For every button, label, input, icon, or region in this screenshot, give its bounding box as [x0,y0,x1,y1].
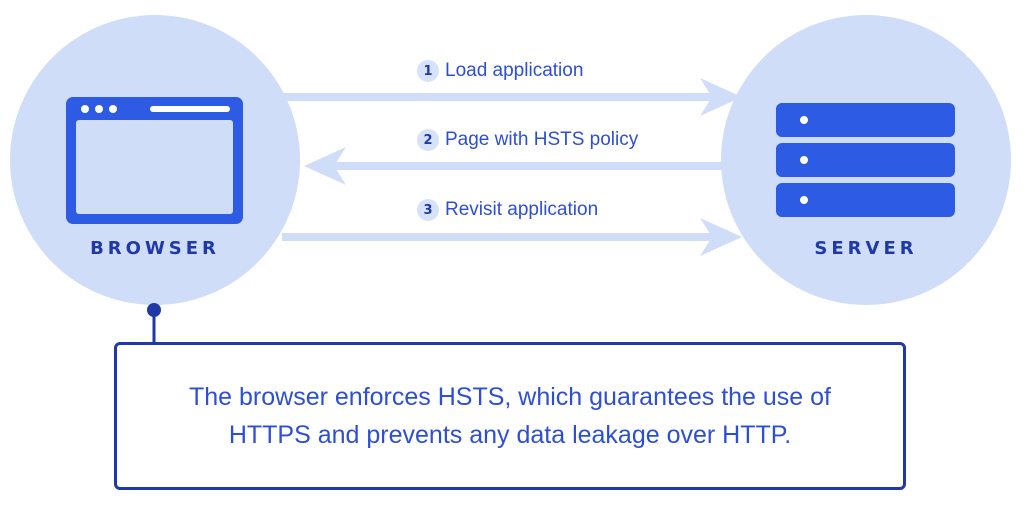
step-label: Load application [445,60,584,81]
step-number-badge: 3 [417,199,439,221]
step-number-badge: 1 [417,60,439,82]
arrow-step-3 [282,218,742,256]
note-connector [147,303,161,344]
arrow-step-2 [304,147,724,185]
step-1: 1 Load application [417,60,583,82]
server-stack-icon [776,103,955,217]
step-3: 3 Revisit application [417,199,598,221]
browser-window-icon [66,97,243,224]
server-label: SERVER [814,238,918,259]
note-box: The browser enforces HSTS, which guarant… [114,342,906,490]
step-number-badge: 2 [417,129,439,151]
browser-label: BROWSER [90,238,220,259]
step-label: Page with HSTS policy [445,129,639,150]
note-text: The browser enforces HSTS, which guarant… [189,383,831,449]
arrow-step-1 [282,78,742,116]
step-label: Revisit application [445,199,599,220]
step-2: 2 Page with HSTS policy [417,129,638,151]
